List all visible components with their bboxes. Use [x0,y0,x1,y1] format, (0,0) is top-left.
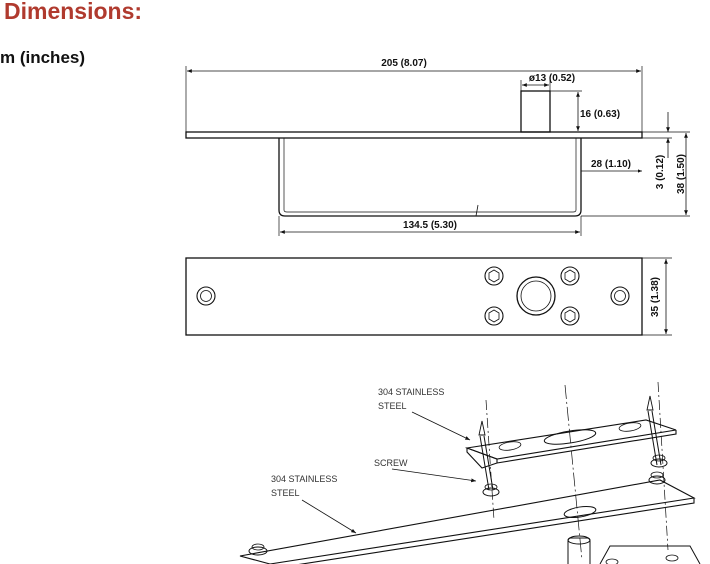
mounting-hole-left [196,286,216,306]
screw-top-right [560,266,580,286]
dim-plate-thickness: 3 (0.12) [655,155,666,189]
exploded-top-plate [464,419,677,469]
units-note: m (inches) [0,48,86,67]
screw-bottom-right [560,306,580,326]
top-plate [185,257,643,336]
label-top-material-1: 304 STAINLESS [378,387,444,397]
dim-overall-length: 205 (8.07) [381,58,427,69]
screw-top-left [484,266,504,286]
screw-exploded-right [646,395,668,485]
top-view: 35 (1.38) [185,257,672,336]
exploded-pin [567,537,591,564]
dim-body-offset: 28 (1.10) [591,159,631,170]
label-plate-material-2: STEEL [271,488,300,498]
side-pin [520,90,551,133]
dim-pin-height: 16 (0.63) [580,109,620,120]
dim-pin-diameter: ø13 (0.52) [529,73,575,84]
page-title: Dimensions: [4,0,143,24]
screw-bottom-left [484,306,504,326]
side-body [278,138,582,217]
screw-exploded-left [478,420,500,497]
exploded-view: 304 STAINLESS STEEL SCREW 304 STAINLESS … [239,381,701,564]
label-screw: SCREW [374,458,408,468]
dim-plate-width: 35 (1.38) [650,277,661,317]
dim-total-height: 38 (1.50) [676,154,687,194]
label-plate-material-1: 304 STAINLESS [271,474,337,484]
pin-hole [516,276,556,316]
side-view: 205 (8.07) ø13 (0.52) 16 (0.63) 3 (0.12)… [185,58,690,236]
mounting-hole-right [610,286,630,306]
label-top-material-2: STEEL [378,401,407,411]
side-plate [185,131,643,139]
dim-body-length: 134.5 (5.30) [403,220,457,231]
exploded-base-plate [239,479,696,564]
